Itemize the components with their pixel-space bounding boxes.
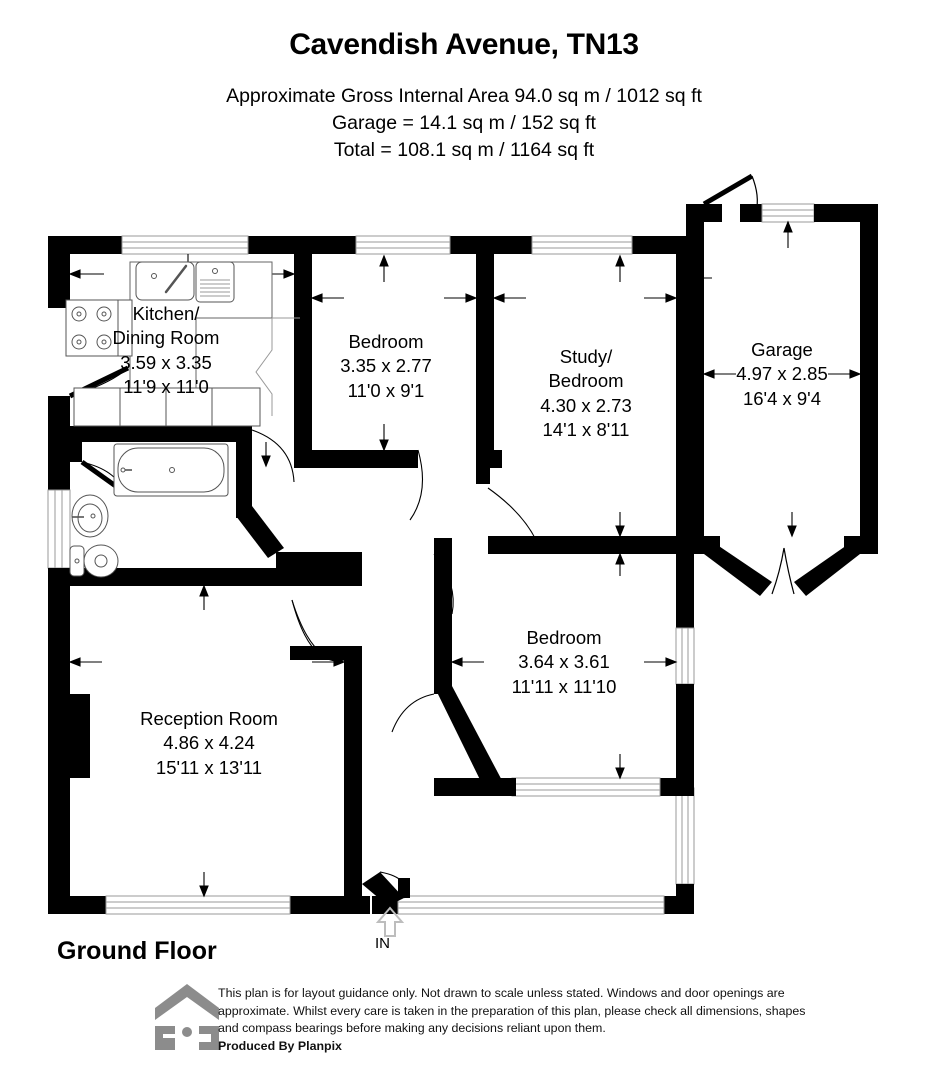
room-imperial: 15'11 x 13'11 bbox=[155, 756, 263, 778]
room-metric: 4.30 x 2.73 bbox=[540, 394, 632, 416]
window-top bbox=[121, 235, 633, 255]
planpix-logo-icon bbox=[155, 984, 219, 1050]
room-label-bedroom-top: Bedroom 3.35 x 2.77 11'0 x 9'1 bbox=[300, 330, 472, 403]
bathroom-fixtures bbox=[69, 443, 229, 578]
room-imperial: 11'9 x 11'0 bbox=[123, 376, 209, 398]
room-metric: 3.35 x 2.77 bbox=[340, 355, 432, 377]
window-left-bathroom bbox=[47, 489, 71, 569]
room-name-line2: Dining Room bbox=[112, 327, 220, 349]
floor-label: Ground Floor bbox=[57, 937, 217, 965]
room-imperial: 11'11 x 11'10 bbox=[511, 675, 617, 697]
window-bottom bbox=[105, 895, 665, 915]
room-metric: 4.86 x 4.24 bbox=[163, 732, 255, 754]
room-name-line1: Bedroom bbox=[526, 627, 602, 648]
room-name-line1: Bedroom bbox=[348, 331, 424, 352]
entrance-arrow-icon bbox=[375, 906, 405, 937]
room-metric: 4.97 x 2.85 bbox=[736, 363, 828, 385]
room-name-line1: Kitchen/ bbox=[132, 303, 200, 324]
producer-credit: Produced By Planpix bbox=[218, 1038, 342, 1053]
room-label-study-bedroom: Study/ Bedroom 4.30 x 2.73 14'1 x 8'11 bbox=[500, 345, 672, 443]
room-label-reception-room: Reception Room 4.86 x 4.24 15'11 x 13'11 bbox=[110, 707, 308, 780]
room-imperial: 14'1 x 8'11 bbox=[542, 419, 630, 441]
window-right-bedroom-upper bbox=[675, 627, 695, 685]
room-name-line2: Bedroom bbox=[548, 370, 624, 392]
disclaimer-text: This plan is for layout guidance only. N… bbox=[218, 986, 806, 1036]
area-summary-line-3: Total = 108.1 sq m / 1164 sq ft bbox=[333, 139, 595, 161]
kitchen-fixtures bbox=[65, 261, 300, 427]
window-right-lower bbox=[675, 787, 695, 885]
room-name-line1: Study/ bbox=[559, 346, 613, 367]
hob-burners bbox=[71, 306, 112, 350]
room-metric: 3.64 x 3.61 bbox=[518, 651, 610, 673]
room-imperial: 11'0 x 9'1 bbox=[347, 379, 425, 401]
wall-structure bbox=[47, 173, 878, 915]
room-label-kitchen-dining-room: Kitchen/ Dining Room 3.59 x 3.35 11'9 x … bbox=[76, 302, 256, 400]
disclaimer: This plan is for layout guidance only. N… bbox=[218, 985, 808, 1055]
room-name-line1: Garage bbox=[751, 339, 813, 360]
area-summary-line-1: Approximate Gross Internal Area 94.0 sq … bbox=[226, 85, 702, 107]
room-label-garage: Garage 4.97 x 2.85 16'4 x 9'4 bbox=[700, 338, 864, 411]
area-summary-line-2: Garage = 14.1 sq m / 152 sq ft bbox=[332, 112, 596, 134]
room-name-line1: Reception Room bbox=[140, 708, 278, 729]
window-garage-top bbox=[761, 203, 815, 223]
entrance-label: IN bbox=[375, 935, 390, 952]
dimension-arrows bbox=[68, 220, 862, 898]
page-title: Cavendish Avenue, TN13 bbox=[289, 28, 639, 61]
room-label-bedroom-main: Bedroom 3.64 x 3.61 11'11 x 11'10 bbox=[468, 626, 660, 699]
room-metric: 3.59 x 3.35 bbox=[120, 351, 212, 373]
room-imperial: 16'4 x 9'4 bbox=[742, 387, 822, 409]
window-bedroom-bottom bbox=[511, 777, 661, 797]
